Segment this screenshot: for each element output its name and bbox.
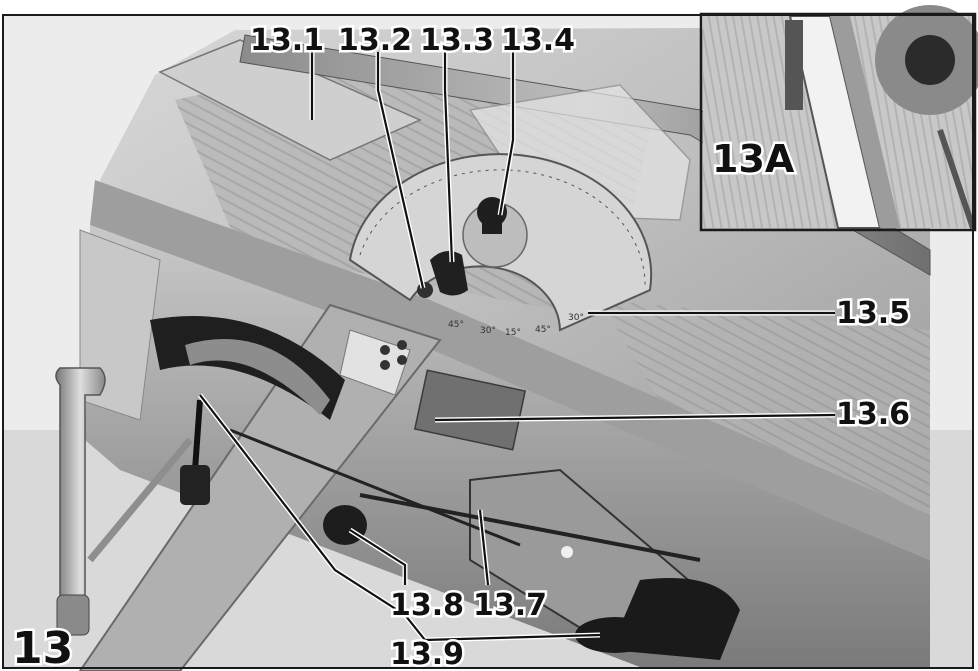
- callout-13-3: 13.3: [420, 23, 494, 58]
- callout-13-7: 13.7: [473, 588, 547, 623]
- leg-strut: [87, 437, 193, 563]
- scale-mark: 45°: [448, 320, 464, 330]
- inset-label: 13A: [712, 137, 795, 181]
- callout-13-4: 13.4: [501, 23, 575, 58]
- belt-line: [229, 428, 521, 547]
- scale-mark: 30°: [568, 313, 584, 323]
- protractor-scale: [359, 169, 646, 288]
- inset-rail-side: [830, 16, 900, 228]
- handle-hole: [561, 546, 573, 558]
- table-front-edge: [90, 180, 930, 560]
- parallel-guide-rail: [158, 39, 422, 161]
- callout-13-5: 13.5: [836, 296, 910, 331]
- figure-number: 13: [12, 623, 73, 671]
- callout-13-2: 13.2: [338, 23, 412, 58]
- callout-13-1: 13.1: [250, 23, 324, 58]
- left-leg: [55, 367, 106, 611]
- figure-frame: [2, 14, 974, 669]
- protractor-scale-marks: 45° 30° 15° 45° 30°: [448, 313, 584, 338]
- power-plug: [180, 465, 210, 505]
- callout-13-6: 13.6: [836, 397, 910, 432]
- inset-clamp: [785, 20, 803, 110]
- callout-13-9: 13.9: [390, 637, 464, 671]
- locking-lever-13-3: [430, 251, 468, 296]
- callout-13-8: 13.8: [390, 588, 464, 623]
- scale-mark: 45°: [535, 325, 551, 335]
- fence-clamp-block: [339, 329, 411, 396]
- page-top-strip: [0, 0, 978, 14]
- table-ribbed-surface-right: [600, 300, 930, 520]
- holder-face: [185, 339, 330, 415]
- clamp-knob-shaft: [482, 212, 502, 234]
- scale-mark: 30°: [480, 326, 496, 336]
- inset-slot: [937, 129, 976, 229]
- power-cable: [192, 399, 203, 471]
- mitre-fence-arm: [78, 303, 442, 671]
- handle-grip: [575, 617, 655, 653]
- rear-rod: [359, 493, 701, 562]
- callout-labels: 13.1 13.2 13.3 13.4 13.5 13.6 13.7 13.8 …: [10, 21, 913, 671]
- leader-lines: [198, 52, 836, 643]
- leg-foot: [56, 594, 90, 636]
- scale-mark: 15°: [505, 328, 521, 338]
- inset-13a: 13A: [699, 5, 978, 232]
